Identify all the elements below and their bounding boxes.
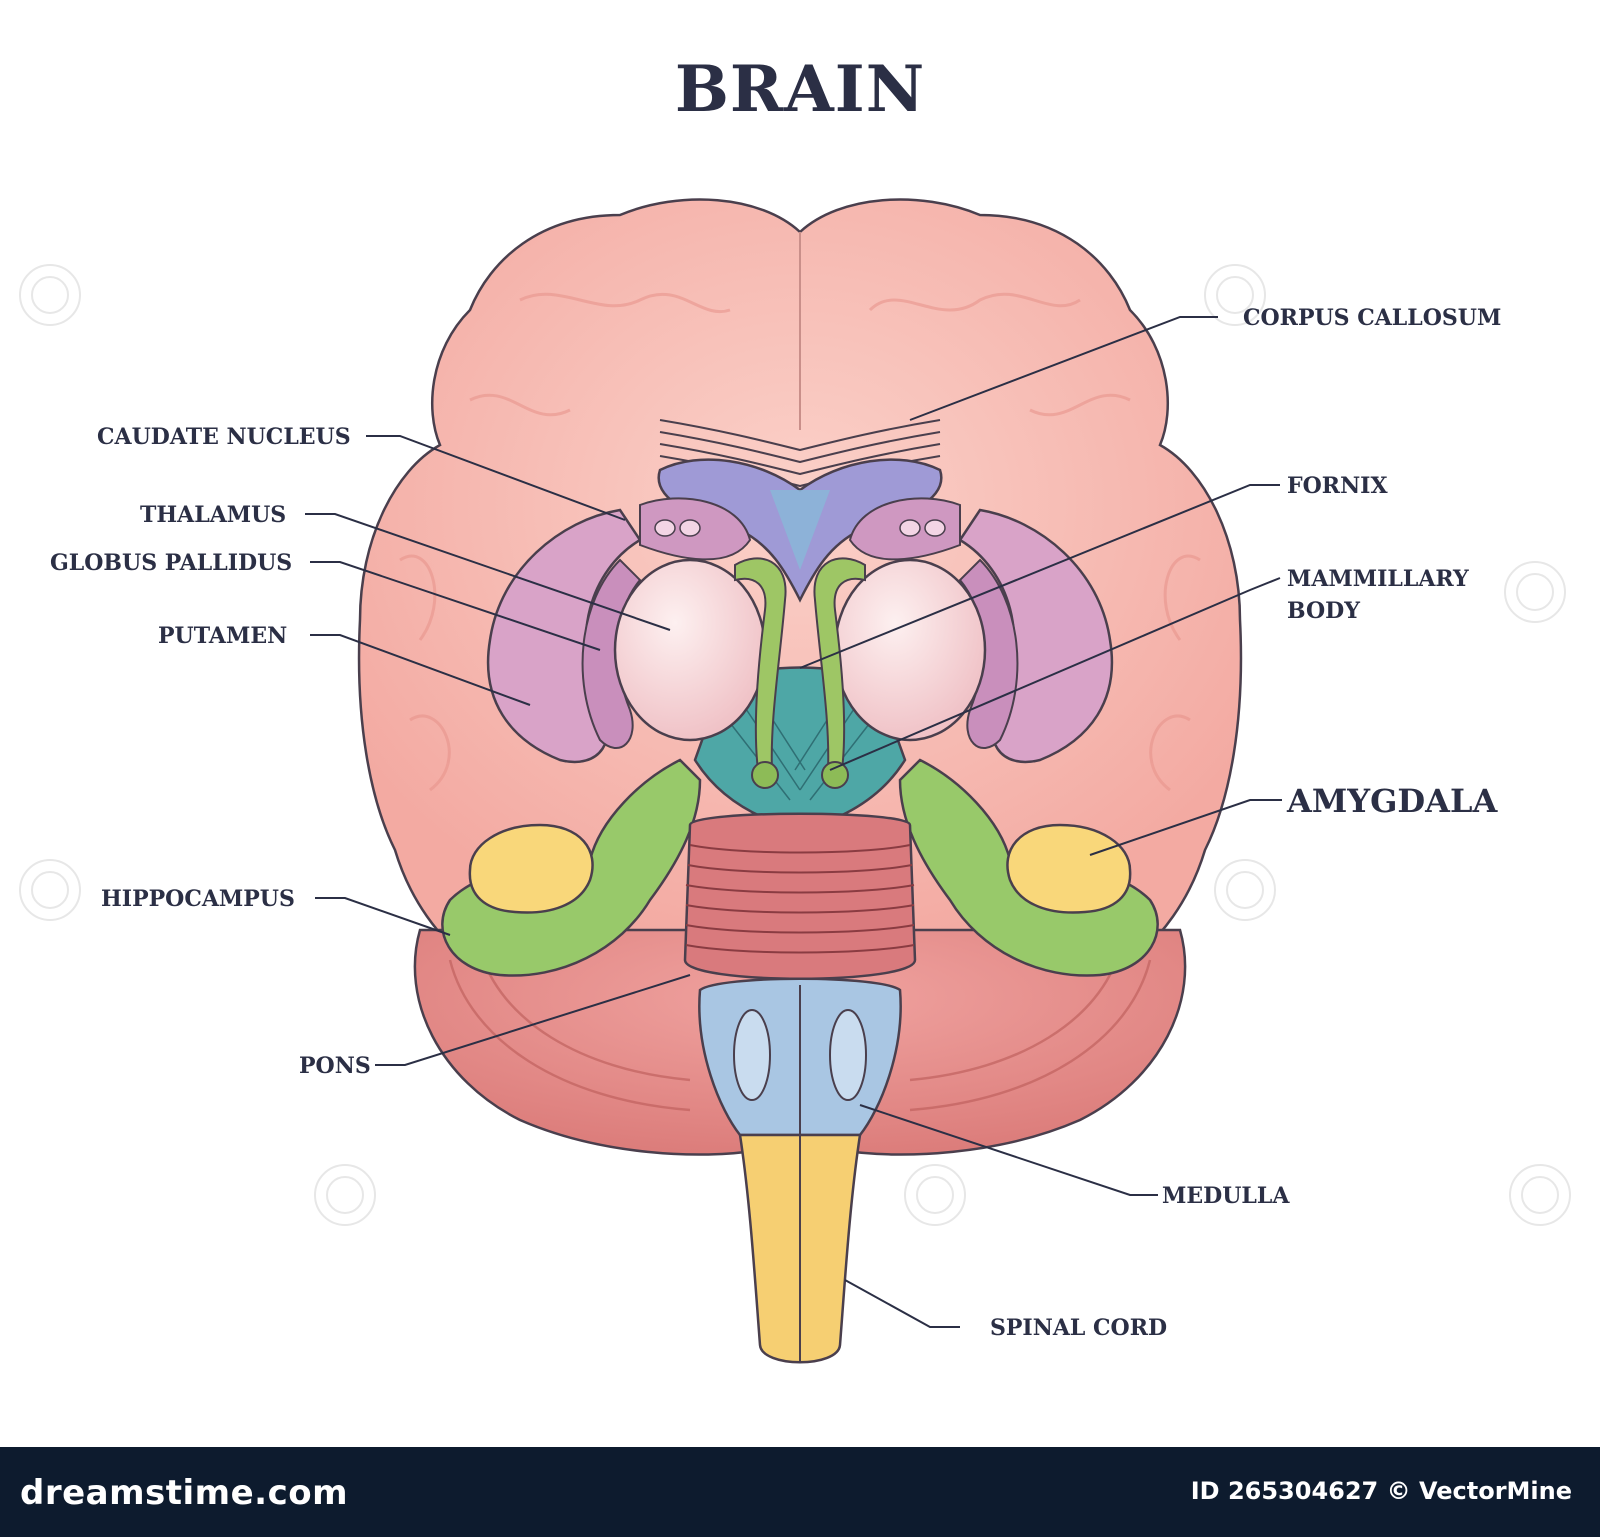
label-putamen: PUTAMEN xyxy=(158,623,287,649)
brain-diagram: CORPUS CALLOSUM CAUDATE NUCLEUS FORNIX T… xyxy=(19,198,1571,1364)
label-spinal-cord: SPINAL CORD xyxy=(990,1315,1167,1341)
amygdala-right xyxy=(1006,823,1132,914)
label-medulla: MEDULLA xyxy=(1162,1183,1290,1209)
thalamus-left xyxy=(613,558,767,742)
watermark-pattern xyxy=(19,264,1571,1226)
label-thalamus: THALAMUS xyxy=(140,502,286,528)
label-amygdala: AMYGDALA xyxy=(1286,782,1499,820)
label-hippocampus: HIPPOCAMPUS xyxy=(101,886,295,912)
footer-bar: dreamstime.com ID 265304627 © VectorMine xyxy=(0,1447,1600,1537)
diagram-title: BRAIN xyxy=(674,52,926,127)
label-pons: PONS xyxy=(299,1053,371,1079)
label-mammillary-body-line1: MAMMILLARY xyxy=(1287,566,1469,592)
caudate-holes xyxy=(654,519,946,537)
label-globus-pallidus: GLOBUS PALLIDUS xyxy=(50,550,292,576)
mammillary-body-right xyxy=(821,761,849,789)
cerebellar-folia xyxy=(448,949,1152,1112)
label-mammillary-body-line2: BODY xyxy=(1287,598,1360,624)
footer-brand[interactable]: dreamstime.com xyxy=(20,1473,349,1513)
cerebral-gyri xyxy=(399,292,1201,792)
amygdala-left xyxy=(468,823,594,914)
footer-image-id: ID 265304627 © VectorMine xyxy=(1190,1477,1572,1505)
label-fornix: FORNIX xyxy=(1287,473,1388,499)
leader-lines xyxy=(305,316,1282,1328)
label-caudate-nucleus: CAUDATE NUCLEUS xyxy=(97,424,351,450)
label-corpus-callosum: CORPUS CALLOSUM xyxy=(1243,305,1501,331)
pons xyxy=(683,812,917,980)
mammillary-body-left xyxy=(751,761,779,789)
